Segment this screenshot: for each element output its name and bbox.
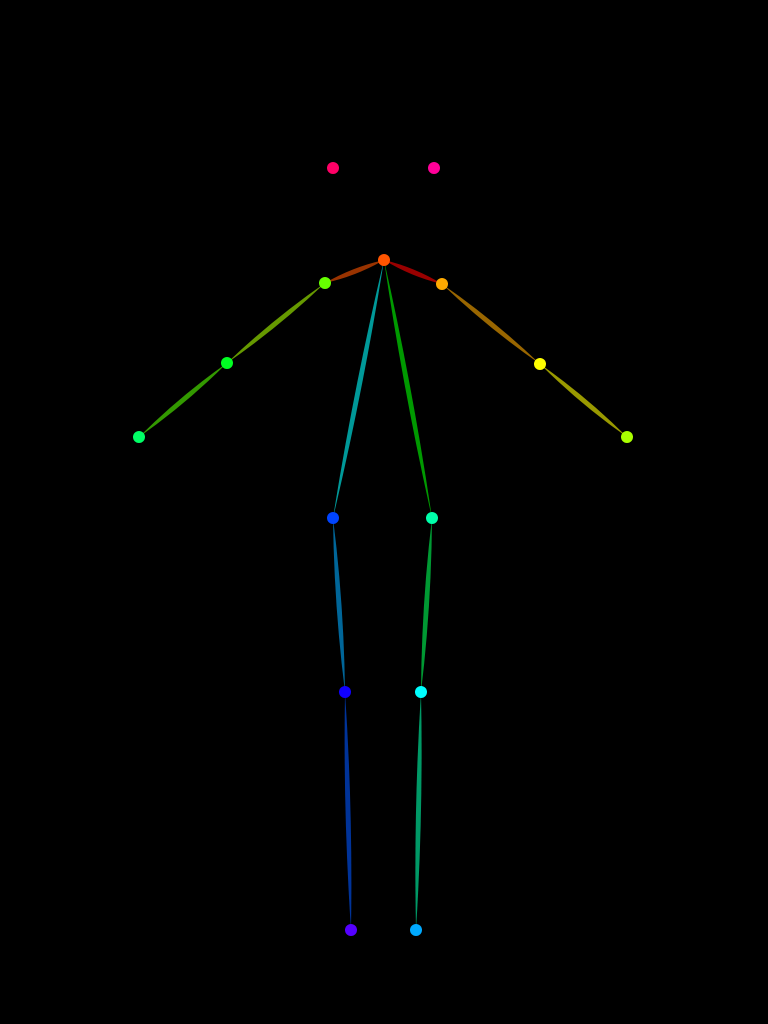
neck-to-left-hip-limb xyxy=(384,260,432,518)
left-wrist-keypoint xyxy=(621,431,633,443)
limbs-layer xyxy=(139,260,627,930)
left-shin-limb xyxy=(415,692,422,930)
left-eye-keypoint xyxy=(428,162,440,174)
right-thigh-limb xyxy=(333,518,345,692)
left-knee-keypoint xyxy=(415,686,427,698)
right-elbow-keypoint xyxy=(221,357,233,369)
left-ankle-keypoint xyxy=(410,924,422,936)
neck-to-left-shoulder-limb xyxy=(384,260,442,284)
left-elbow-keypoint xyxy=(534,358,546,370)
left-shoulder-keypoint xyxy=(436,278,448,290)
right-upper-arm-limb xyxy=(227,283,325,363)
right-shoulder-keypoint xyxy=(319,277,331,289)
right-wrist-keypoint xyxy=(133,431,145,443)
left-forearm-limb xyxy=(540,364,627,437)
left-thigh-limb xyxy=(421,518,432,692)
neck-to-right-shoulder-limb xyxy=(325,260,384,283)
joints-layer xyxy=(133,162,633,936)
right-ankle-keypoint xyxy=(345,924,357,936)
neck-to-right-hip-limb xyxy=(333,260,384,518)
left-hip-keypoint xyxy=(426,512,438,524)
right-knee-keypoint xyxy=(339,686,351,698)
right-shin-limb xyxy=(344,692,352,930)
right-eye-keypoint xyxy=(327,162,339,174)
right-hip-keypoint xyxy=(327,512,339,524)
right-forearm-limb xyxy=(139,363,227,437)
neck-keypoint xyxy=(378,254,390,266)
left-upper-arm-limb xyxy=(442,284,540,364)
